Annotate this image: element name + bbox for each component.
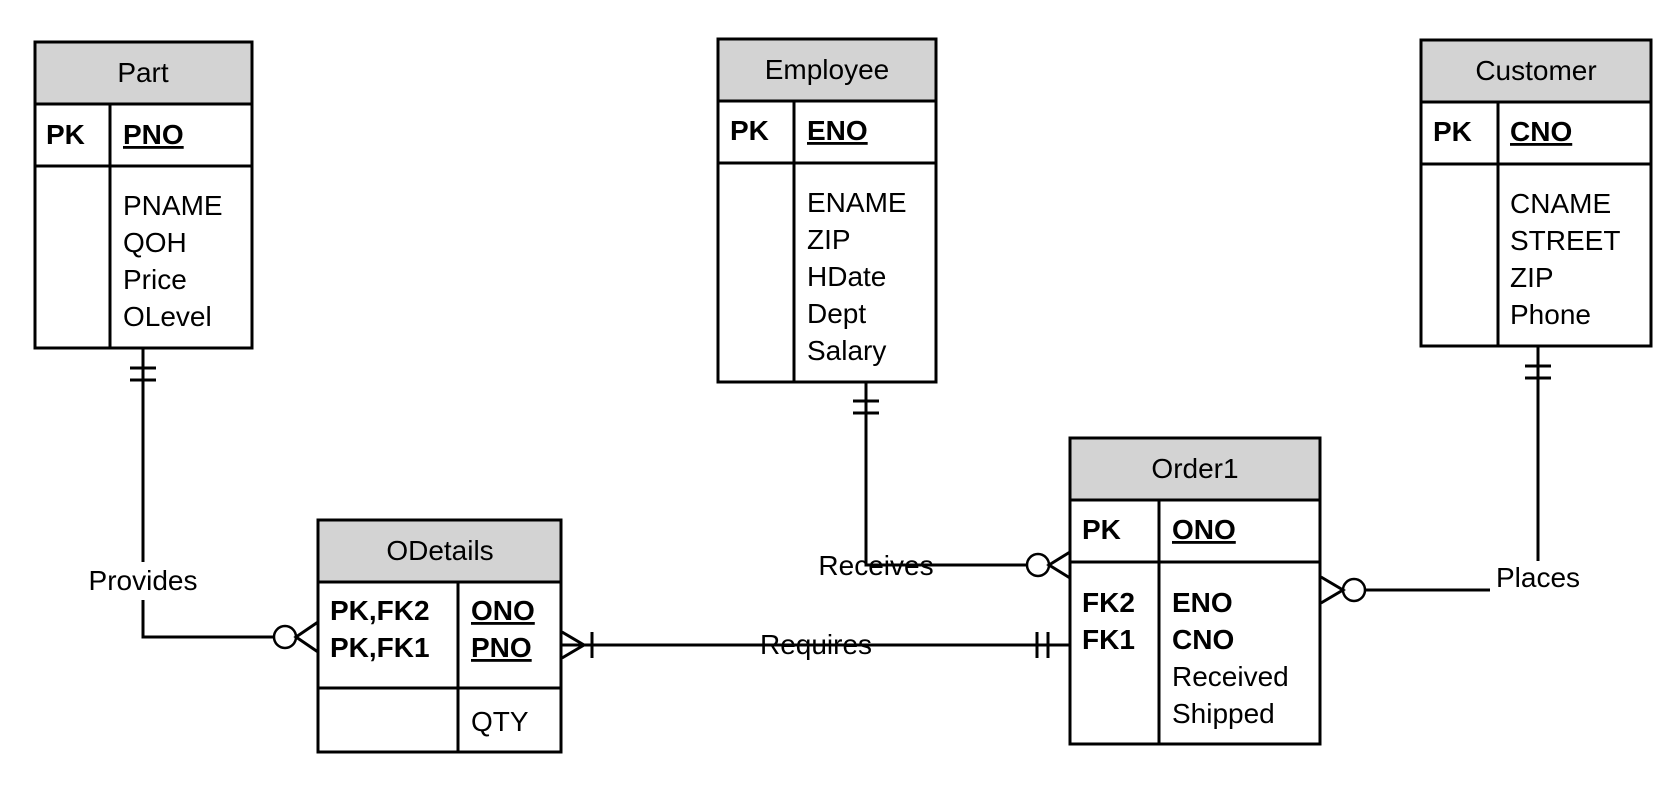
entity-title: Employee bbox=[765, 54, 890, 85]
rel-provides: Provides bbox=[78, 348, 319, 654]
primary-key: ENO bbox=[807, 115, 868, 146]
key-label: PK bbox=[730, 115, 769, 146]
attribute: PNAME bbox=[123, 190, 223, 221]
rel-label-receives: Receives bbox=[818, 550, 933, 581]
entity-employee: Employee PK ENO ENAME ZIP HDate Dept Sal… bbox=[716, 37, 938, 384]
entity-title: Order1 bbox=[1151, 453, 1238, 484]
many-mark bbox=[1320, 575, 1346, 605]
zero-mark bbox=[1341, 577, 1367, 603]
fk-label: FK2 bbox=[1082, 587, 1135, 618]
attribute: Shipped bbox=[1172, 698, 1275, 729]
attribute: STREET bbox=[1510, 225, 1620, 256]
key-label: PK bbox=[1082, 514, 1121, 545]
rel-places: Places bbox=[1320, 346, 1588, 605]
entity-title: Part bbox=[117, 57, 169, 88]
attribute: ENAME bbox=[807, 187, 907, 218]
primary-key: ONO bbox=[1172, 514, 1236, 545]
zero-mark bbox=[272, 624, 298, 650]
rel-label-requires: Requires bbox=[760, 629, 872, 660]
primary-key: ONO bbox=[471, 595, 535, 626]
rel-label-places: Places bbox=[1496, 562, 1580, 593]
key-label: PK,FK2 bbox=[330, 595, 430, 626]
primary-key: PNO bbox=[123, 119, 184, 150]
attribute: Received bbox=[1172, 661, 1289, 692]
entity-part: Part PK PNO PNAME QOH Price OLevel bbox=[33, 40, 254, 350]
attribute: Price bbox=[123, 264, 187, 295]
key-label: PK bbox=[46, 119, 85, 150]
attribute: ZIP bbox=[1510, 262, 1554, 293]
key-label: PK,FK1 bbox=[330, 632, 430, 663]
entity-title: Customer bbox=[1475, 55, 1596, 86]
attribute: CNAME bbox=[1510, 188, 1611, 219]
rel-label-provides: Provides bbox=[89, 565, 198, 596]
attribute: Salary bbox=[807, 335, 886, 366]
attribute: Phone bbox=[1510, 299, 1591, 330]
attribute: QTY bbox=[471, 706, 529, 737]
entity-title: ODetails bbox=[386, 535, 493, 566]
foreign-key: CNO bbox=[1172, 624, 1234, 655]
many-mark bbox=[293, 620, 319, 654]
entity-customer: Customer PK CNO CNAME STREET ZIP Phone bbox=[1419, 38, 1653, 348]
many-mark bbox=[1046, 550, 1071, 580]
rel-requires: Requires bbox=[561, 629, 1070, 660]
entity-odetails: ODetails PK,FK2 PK,FK1 ONO PNO QTY bbox=[316, 518, 563, 754]
key-label: PK bbox=[1433, 116, 1472, 147]
attribute: Dept bbox=[807, 298, 866, 329]
zero-mark bbox=[1025, 552, 1051, 578]
many-mark bbox=[561, 630, 587, 660]
entity-order1: Order1 PK ONO FK2 FK1 ENO CNO Received S… bbox=[1068, 436, 1322, 746]
attribute: HDate bbox=[807, 261, 886, 292]
attribute: QOH bbox=[123, 227, 187, 258]
rel-receives: Receives bbox=[818, 382, 1071, 581]
foreign-key: ENO bbox=[1172, 587, 1233, 618]
fk-label: FK1 bbox=[1082, 624, 1135, 655]
primary-key: CNO bbox=[1510, 116, 1572, 147]
attribute: OLevel bbox=[123, 301, 212, 332]
primary-key: PNO bbox=[471, 632, 532, 663]
attribute: ZIP bbox=[807, 224, 851, 255]
